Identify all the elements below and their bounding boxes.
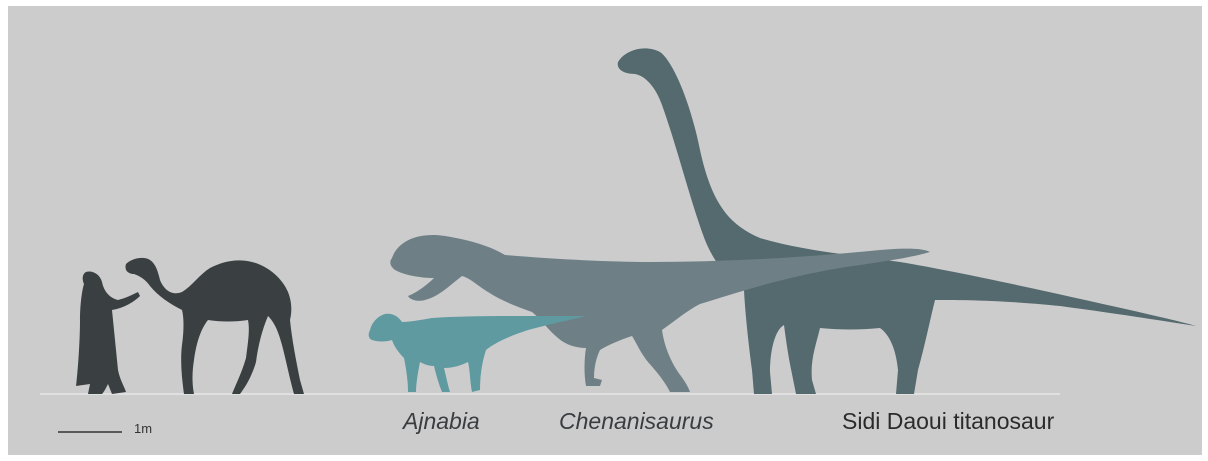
- ajnabia-label: Ajnabia: [403, 408, 480, 435]
- human-silhouette: [76, 271, 140, 394]
- chenanisaurus-label: Chenanisaurus: [559, 408, 714, 435]
- scale-bar-label: 1m: [134, 421, 152, 436]
- camel-silhouette: [125, 258, 304, 394]
- titanosaur-silhouette: [618, 48, 1196, 394]
- titanosaur-label: Sidi Daoui titanosaur: [842, 408, 1054, 435]
